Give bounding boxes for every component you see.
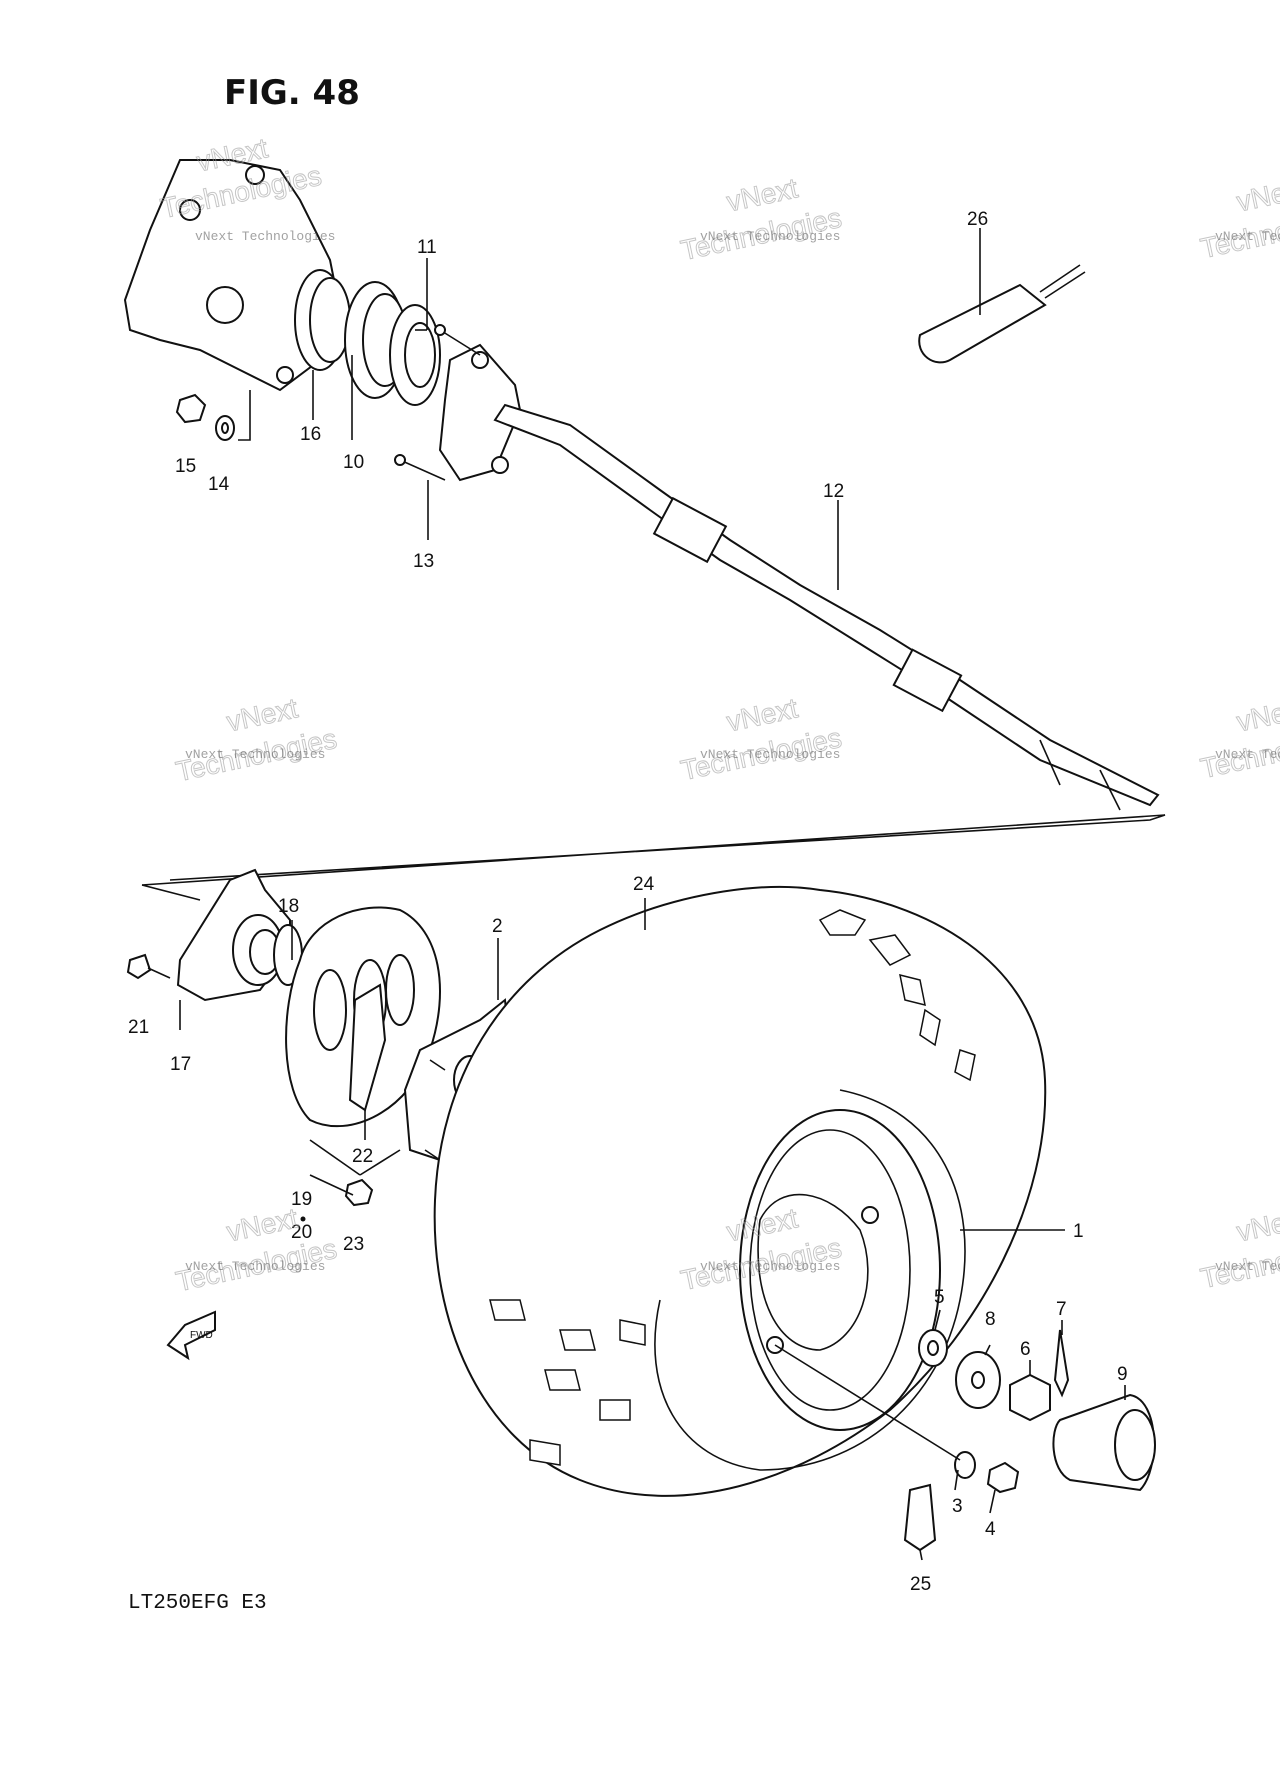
- washer-3: [954, 1451, 976, 1479]
- callout-6: 6: [1020, 1339, 1031, 1360]
- callout-8: 8: [985, 1309, 996, 1330]
- watermark: vNext Technologies: [1197, 1202, 1280, 1295]
- callout-24: 24: [633, 874, 655, 895]
- watermark: vNext Technologies: [1197, 172, 1280, 265]
- callout-16: 16: [300, 424, 321, 445]
- watermark-text: vNext Technologies: [1215, 229, 1280, 244]
- callout-4: 4: [985, 1519, 996, 1540]
- nut-15: [175, 393, 207, 424]
- bolt-21: [126, 953, 171, 980]
- watermark: vNext Technologies: [173, 692, 340, 788]
- castle-nut-6: [1009, 1373, 1051, 1422]
- callout-15: 15: [175, 456, 196, 477]
- callout-9: 9: [1117, 1364, 1128, 1385]
- callout-13: 13: [413, 551, 434, 572]
- flange-studs: [394, 324, 481, 481]
- nut-23: [344, 1178, 374, 1207]
- nut-4: [986, 1461, 1020, 1494]
- callout-23: 23: [343, 1234, 364, 1255]
- svg-text:vNext: vNext: [1234, 172, 1280, 217]
- watermark: vNext Technologies: [678, 692, 845, 787]
- svg-text:vNext: vNext: [224, 692, 301, 737]
- valve-25: [903, 1483, 937, 1552]
- svg-text:vNext: vNext: [224, 1202, 301, 1247]
- callout-11: 11: [417, 237, 437, 258]
- fwd-arrow-icon: FWD: [166, 1310, 216, 1361]
- leader-lines: [179, 228, 1126, 1561]
- callout-14: 14: [208, 474, 230, 495]
- callout-26: 26: [967, 209, 988, 230]
- assembly-guide-lines: [141, 814, 1166, 886]
- watermark-text: vNext Technologies: [700, 747, 840, 762]
- callout-12: 12: [823, 481, 844, 502]
- watermark: vNext Technologies: [173, 1202, 340, 1298]
- callout-25: 25: [910, 1574, 931, 1595]
- washer-8: [955, 1351, 1001, 1409]
- callout-dot: [300, 1216, 306, 1222]
- watermark-text: vNext Technologies: [195, 229, 335, 244]
- watermark-text: vNext Technologies: [1215, 1259, 1280, 1274]
- watermark-text: vNext Technologies: [185, 1259, 325, 1274]
- hub-cap-9: [1052, 1393, 1156, 1492]
- cotter-pin-7: [1053, 1329, 1070, 1398]
- tire-tread-marks: [489, 909, 976, 1466]
- svg-text:vNext: vNext: [1234, 692, 1280, 737]
- callout-7: 7: [1056, 1299, 1067, 1320]
- callout-21: 21: [128, 1017, 149, 1038]
- svg-text:vNext: vNext: [724, 692, 801, 737]
- svg-text:vNext: vNext: [1234, 1202, 1280, 1247]
- watermark-text: vNext Technologies: [185, 747, 325, 762]
- callout-5: 5: [934, 1287, 945, 1308]
- callout-3: 3: [952, 1496, 963, 1517]
- bearing-16: [294, 269, 351, 371]
- rear-axle-shaft: [493, 403, 1160, 811]
- callout-1: 1: [1073, 1221, 1084, 1242]
- lock-plate-22: [348, 983, 387, 1112]
- special-tool-26: [918, 264, 1086, 364]
- wheel-rim-1: [739, 1109, 941, 1431]
- svg-text:vNext: vNext: [724, 172, 801, 217]
- flange-plate: [438, 343, 522, 482]
- washer-14: [215, 415, 235, 441]
- watermark-text: vNext Technologies: [700, 1259, 840, 1274]
- model-code: LT250EFG E3: [128, 1592, 267, 1615]
- callout-labels: 1 2 3 4 5 6 7 8 9 10 11 12 13 14 15 16 1…: [128, 209, 1128, 1595]
- rear-hub-17: [176, 868, 291, 1002]
- callout-10: 10: [343, 452, 364, 473]
- callout-22: 22: [352, 1146, 373, 1167]
- watermark-text: vNext Technologies: [700, 229, 840, 244]
- fwd-label: FWD: [190, 1330, 213, 1341]
- callout-18: 18: [278, 896, 299, 917]
- watermark: vNext Technologies: [678, 172, 845, 267]
- oil-seal-11: [389, 304, 441, 406]
- callout-17: 17: [170, 1054, 191, 1075]
- figure-title: FIG. 48: [224, 73, 360, 113]
- callout-20: 20: [291, 1222, 312, 1243]
- watermark-text: vNext Technologies: [1215, 747, 1280, 762]
- watermark: vNext Technologies: [1197, 692, 1280, 785]
- washer-5: [918, 1329, 948, 1367]
- tire-24: [433, 885, 1047, 1497]
- callout-19: 19: [291, 1189, 312, 1210]
- callout-2: 2: [492, 916, 503, 937]
